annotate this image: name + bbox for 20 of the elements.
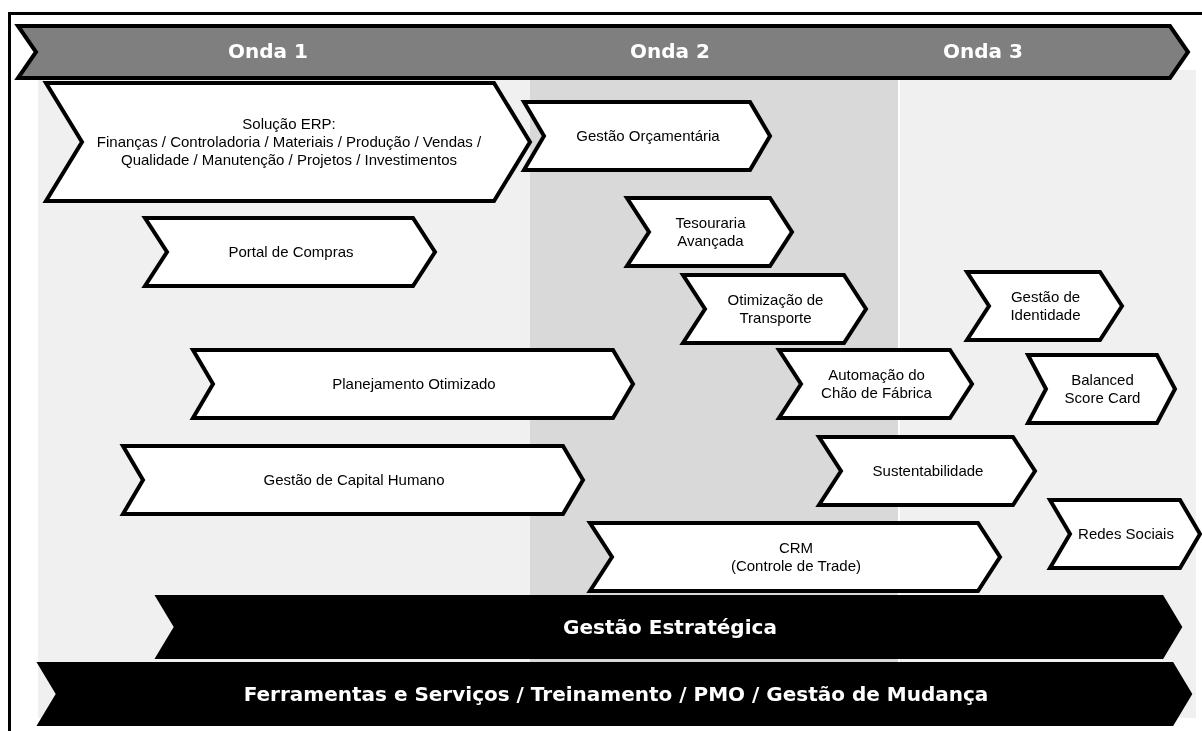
chevron-heading: Solução ERP: xyxy=(242,115,336,133)
chevron-label: CRM xyxy=(778,539,814,557)
chevron-label: (Controle de Trade) xyxy=(730,557,862,575)
chevron-label: Balanced Score Card xyxy=(1063,371,1142,407)
wave-label: Onda 2 xyxy=(630,39,710,63)
chevron-label: Automação do Chão de Fábrica xyxy=(820,366,933,402)
chevron-label: Gestão de Identidade xyxy=(1009,288,1082,324)
chevron-label: Portal de Compras xyxy=(228,243,354,261)
band-label: Ferramentas e Serviços / Treinamento / PMO / Gestão de Mudança xyxy=(243,685,989,703)
chevron-label: Otimização de Transporte xyxy=(726,291,825,327)
chevron-label: Finanças / Controladoria / Materiais / Produção / Vendas / Qualidade / Manutenção / Projetos / Investimentos xyxy=(95,133,483,169)
chevron-label: Gestão Orçamentária xyxy=(576,127,720,145)
chevron-label: Redes Sociais xyxy=(1078,525,1174,543)
chevron-label: Tesouraria Avançada xyxy=(674,214,747,250)
chevron-label: Sustentabilidade xyxy=(872,462,984,480)
wave-label: Onda 1 xyxy=(228,39,308,63)
chevron-label: Gestão de Capital Humano xyxy=(263,471,445,489)
chevron-label: Planejamento Otimizado xyxy=(332,375,496,393)
wave-label: Onda 3 xyxy=(943,39,1023,63)
band-label: Gestão Estratégica xyxy=(563,618,777,636)
